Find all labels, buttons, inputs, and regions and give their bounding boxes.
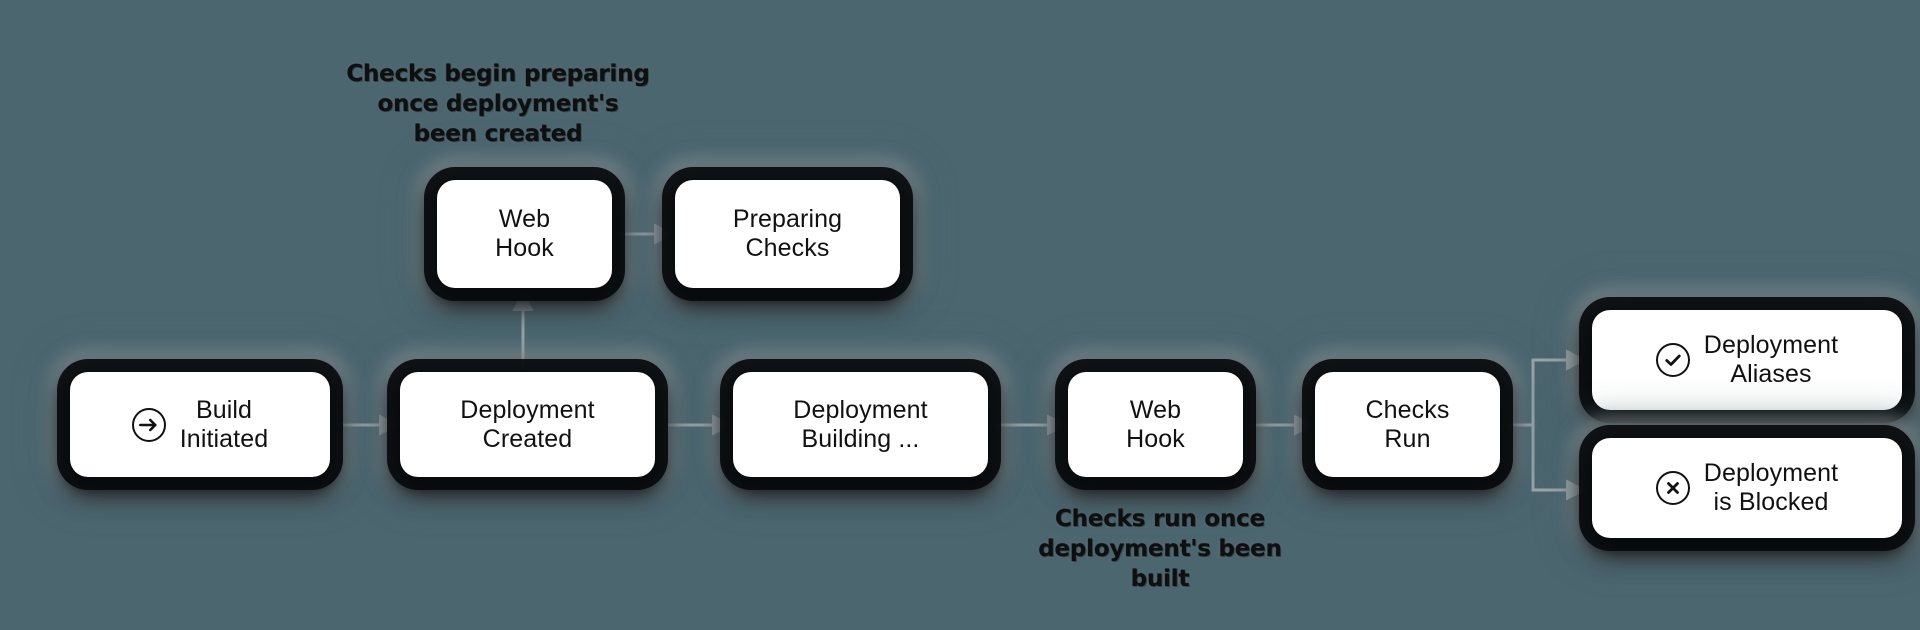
node-label: Build Initiated (179, 395, 269, 453)
annotation-checks-run-once-built: Checks run once deployment's been built (1038, 506, 1282, 592)
node-label: Deployment Aliases (1703, 331, 1839, 388)
node-preparing-checks[interactable]: Preparing Checks (675, 180, 900, 288)
arrow-right-circle-icon (131, 407, 166, 442)
node-deployment-aliases[interactable]: Deployment Aliases (1592, 310, 1902, 410)
node-web-hook-upper[interactable]: Web Hook (437, 180, 612, 288)
node-label: Preparing Checks (732, 205, 843, 262)
node-deployment-building[interactable]: Deployment Building ... (733, 372, 988, 477)
node-label: Web Hook (495, 205, 554, 262)
x-circle-icon (1655, 471, 1690, 505)
node-label: Deployment Created (460, 395, 595, 453)
node-deployment-created[interactable]: Deployment Created (400, 372, 655, 477)
edge-checksrun-branch-down (1531, 425, 1588, 501)
node-label: Checks Run (1365, 395, 1450, 453)
node-label: Web Hook (1126, 395, 1185, 453)
edge-checksrun-branch-up (1531, 349, 1588, 425)
node-build-initiated[interactable]: Build Initiated (70, 372, 330, 477)
node-checks-run[interactable]: Checks Run (1315, 372, 1500, 477)
node-deployment-blocked[interactable]: Deployment is Blocked (1592, 438, 1902, 538)
node-label: Deployment is Blocked (1703, 459, 1839, 516)
node-label: Deployment Building ... (793, 395, 928, 453)
annotation-checks-begin-preparing: Checks begin preparing once deployment's… (346, 61, 650, 147)
check-circle-icon (1655, 343, 1690, 377)
node-web-hook-lower[interactable]: Web Hook (1068, 372, 1243, 477)
